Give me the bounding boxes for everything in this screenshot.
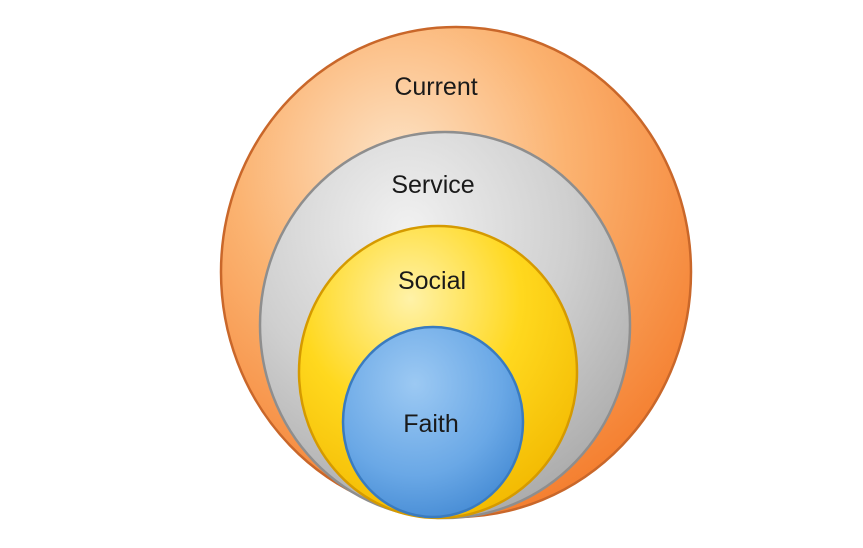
- layer-service-label: Service: [391, 171, 474, 199]
- layer-faith: Faith: [341, 325, 525, 519]
- layer-social-label: Social: [398, 267, 466, 295]
- layer-faith-circle: [341, 325, 525, 519]
- layer-current-label: Current: [394, 73, 477, 101]
- layer-faith-label: Faith: [403, 410, 459, 438]
